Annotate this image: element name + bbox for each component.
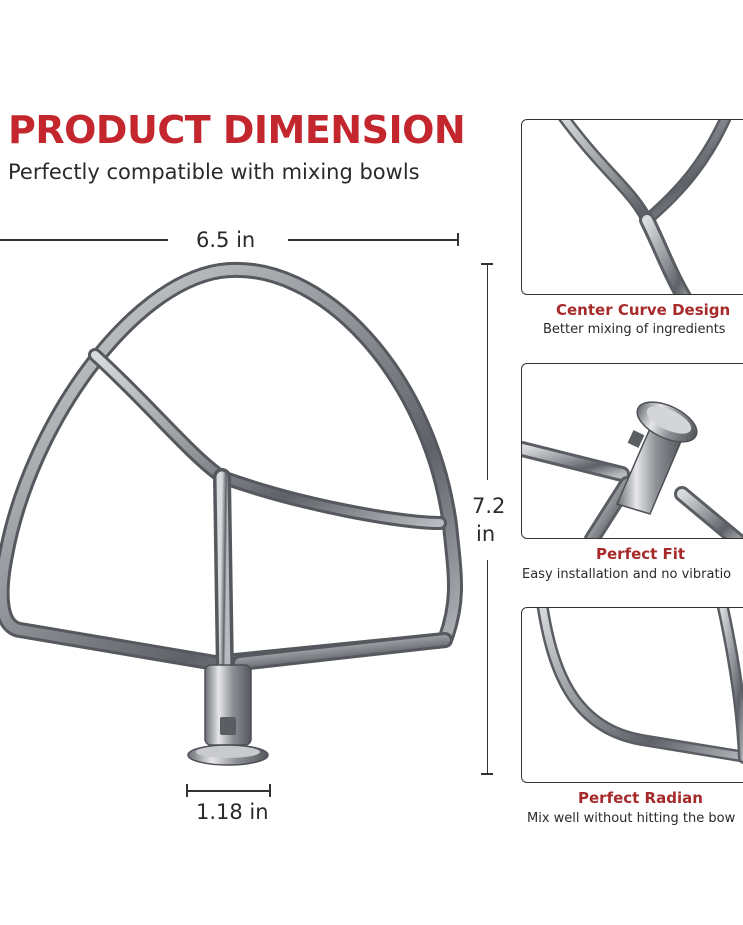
width-dimension-label: 6.5 in [196, 228, 256, 252]
beater-hub-detail-icon [522, 401, 743, 538]
height-dimension-bottom-tick [481, 773, 493, 775]
height-dimension-value: 7.2 [472, 494, 506, 518]
feature-panel-perfect-fit [521, 363, 743, 539]
feature-title-perfect-fit: Perfect Fit [596, 545, 686, 563]
feature-subtitle-perfect-fit: Easy installation and no vibratio [522, 567, 732, 582]
feature-title-center-curve: Center Curve Design [556, 301, 731, 319]
width-dimension-end-tick [457, 233, 459, 246]
hub-dimension-label: 1.18 in [196, 800, 269, 824]
height-dimension-line-bottom [486, 560, 488, 774]
height-dimension-line-top [486, 263, 488, 480]
beater-center-detail-icon [558, 120, 732, 294]
page-subtitle: Perfectly compatible with mixing bowls [8, 160, 420, 184]
height-dimension-unit: in [476, 522, 496, 546]
feature-panel-perfect-radian [521, 607, 743, 783]
hub-dimension-line [186, 790, 270, 792]
page-title: PRODUCT DIMENSION [8, 108, 466, 152]
beater-edge-detail-icon [536, 608, 743, 764]
feature-subtitle-perfect-radian: Mix well without hitting the bow [527, 811, 736, 826]
feature-panel-center-curve [521, 119, 743, 295]
hub-dimension-right-tick [269, 784, 271, 797]
width-dimension-line-left [0, 239, 168, 241]
feature-title-perfect-radian: Perfect Radian [578, 789, 703, 807]
width-dimension-line-right [288, 239, 458, 241]
flat-beater-illustration [0, 261, 463, 766]
feature-subtitle-center-curve: Better mixing of ingredients [543, 322, 726, 337]
